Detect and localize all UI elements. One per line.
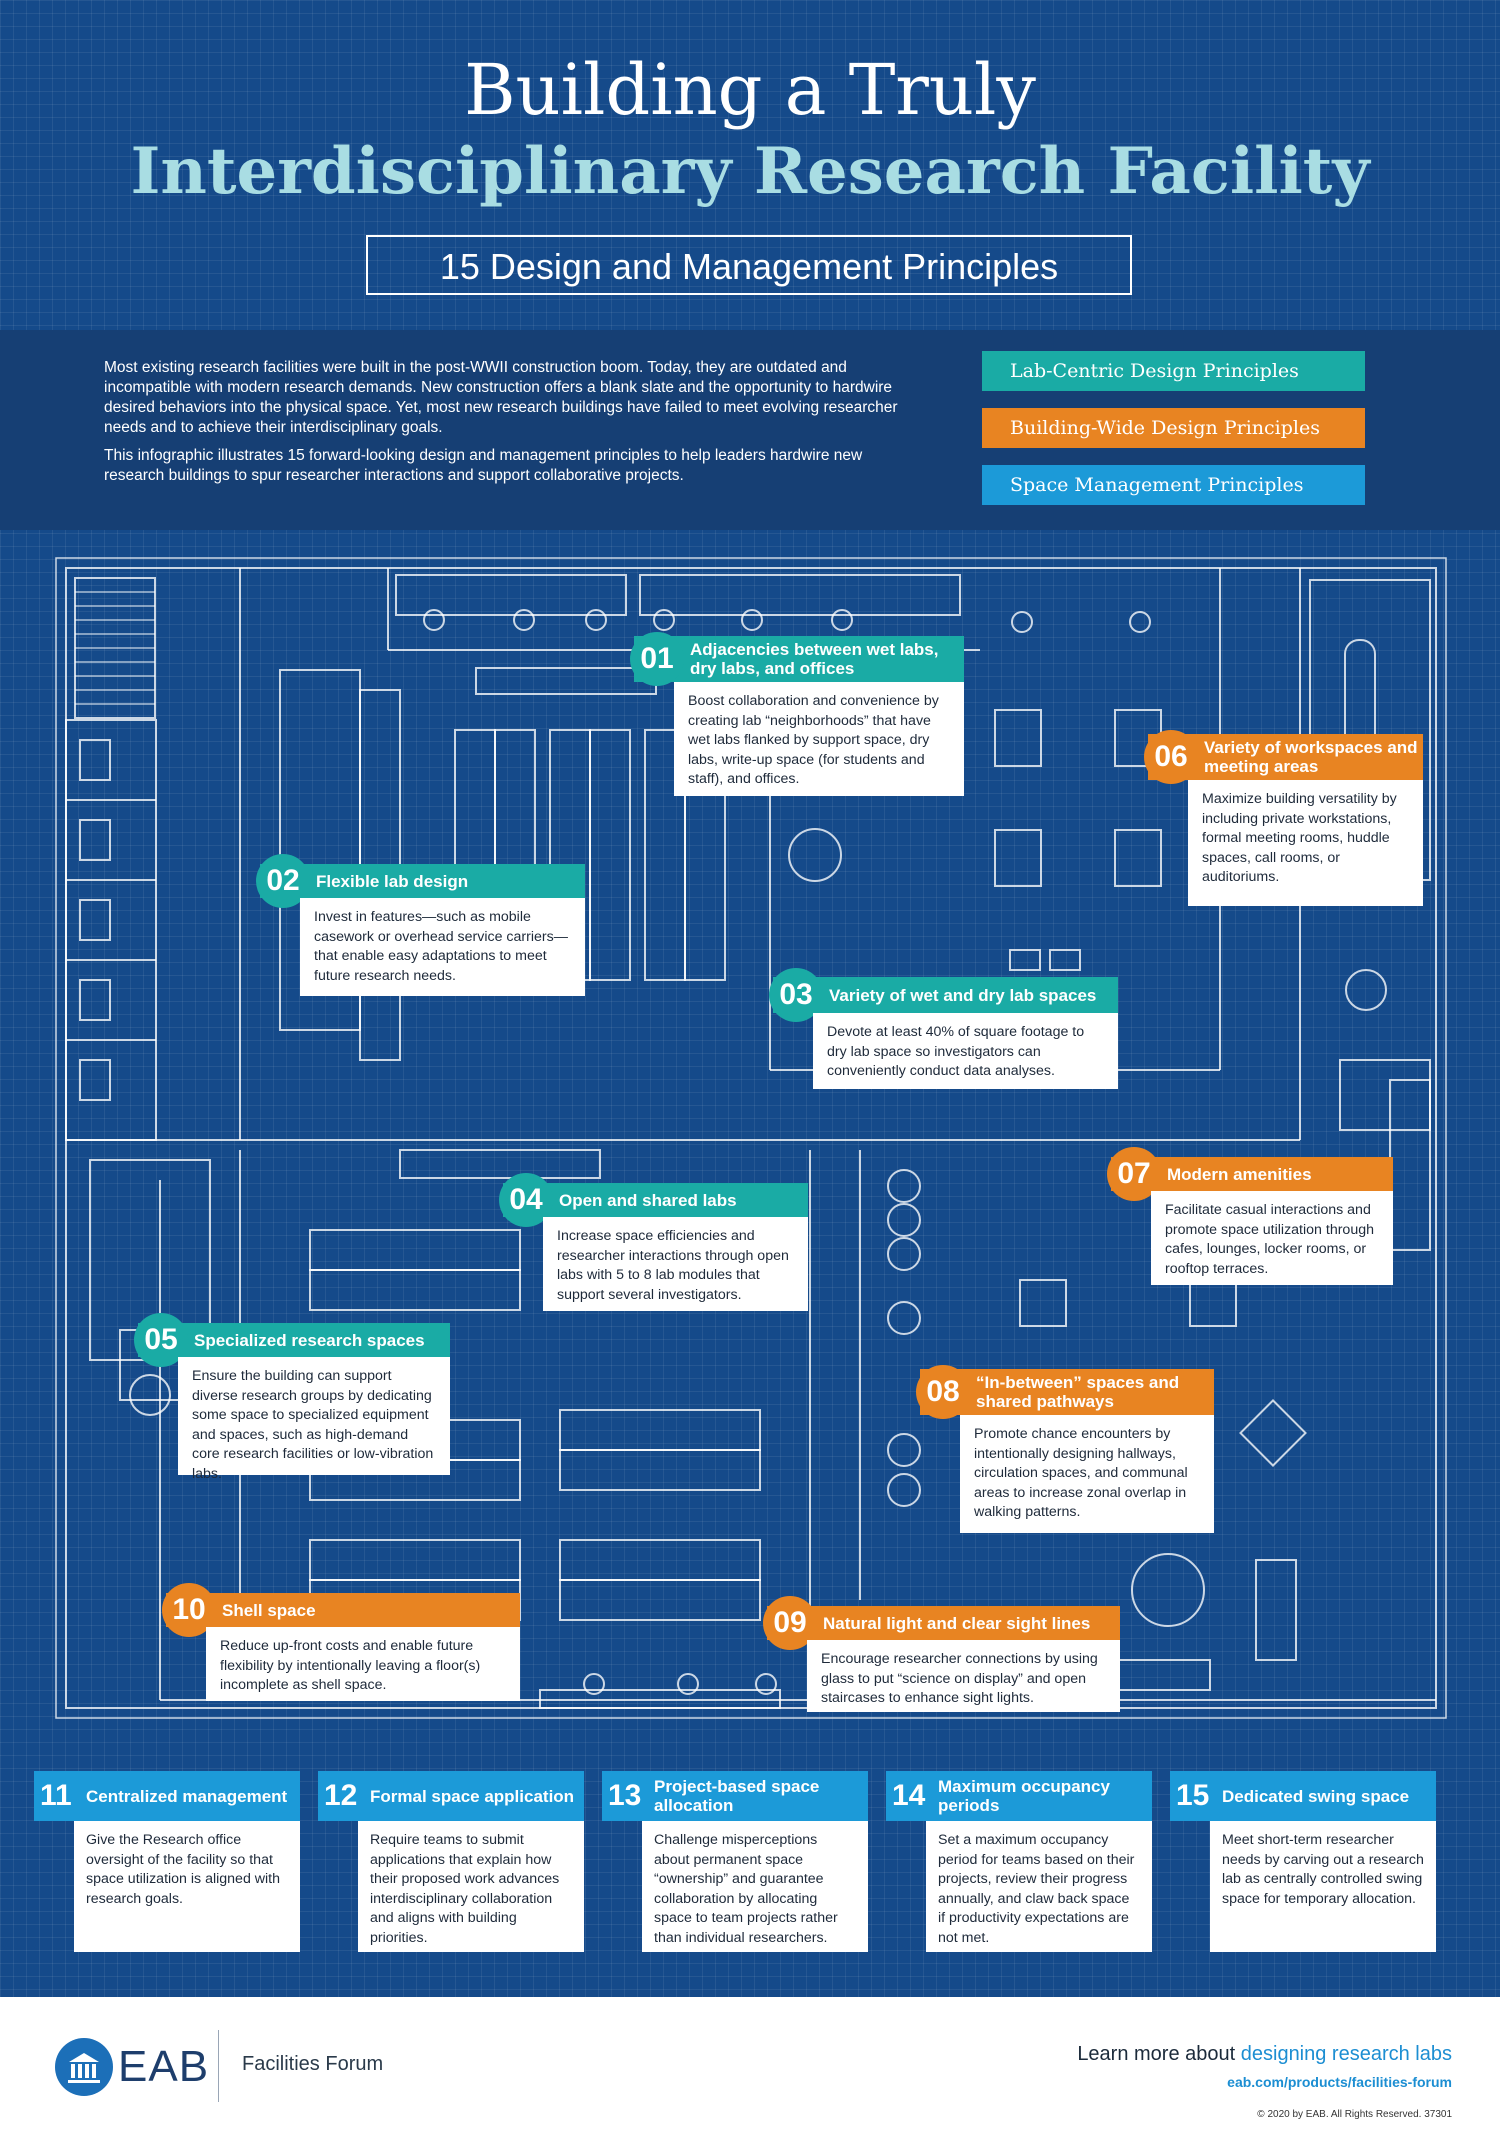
facilities-forum-label: Facilities Forum xyxy=(242,2053,384,2075)
principle-02-text: Invest in features—such as mobile casewo… xyxy=(300,898,585,996)
principle-04: Open and shared labs 04 Increase space e… xyxy=(499,1173,808,1311)
principle-12-text: Require teams to submit applications tha… xyxy=(358,1821,584,1952)
principle-10: Shell space 10 Reduce up-front costs and… xyxy=(162,1583,520,1701)
principle-08-text: Promote chance encounters by intentional… xyxy=(960,1415,1214,1533)
principle-06: Variety of workspaces and meeting areas … xyxy=(1144,730,1423,906)
title-line-1: Building a Truly xyxy=(464,49,1036,131)
eab-columns-icon xyxy=(55,2038,113,2096)
principle-06-text: Maximize building versatility by includi… xyxy=(1188,780,1423,906)
principle-15: Dedicated swing space 15 Meet short-term… xyxy=(1170,1771,1436,1952)
intro-text: Most existing research facilities were b… xyxy=(104,358,904,494)
principle-03: Variety of wet and dry lab spaces 03 Dev… xyxy=(769,968,1118,1089)
principle-11: Centralized management 11 Give the Resea… xyxy=(34,1771,300,1952)
intro-paragraph-1: Most existing research facilities were b… xyxy=(104,359,898,436)
principle-10-title: Shell space xyxy=(166,1593,520,1627)
principle-13-title: Project-based space allocation xyxy=(602,1771,868,1821)
eab-logo-text: EAB xyxy=(118,2042,210,2091)
principle-11-text: Give the Research office oversight of th… xyxy=(74,1821,300,1952)
principle-01-title: Adjacencies between wet labs, dry labs, … xyxy=(634,636,964,682)
principle-11-number: 11 xyxy=(40,1779,72,1812)
copyright: © 2020 by EAB. All Rights Reserved. 3730… xyxy=(1257,2109,1452,2120)
principle-09-title: Natural light and clear sight lines xyxy=(767,1606,1120,1640)
principle-05-title: Specialized research spaces xyxy=(138,1323,450,1357)
principle-12-title: Formal space application xyxy=(318,1771,584,1821)
principle-15-number: 15 xyxy=(1176,1779,1210,1812)
subtitle: 15 Design and Management Principles xyxy=(366,235,1132,295)
principle-03-text: Devote at least 40% of square footage to… xyxy=(813,1013,1118,1089)
principle-04-title: Open and shared labs xyxy=(503,1183,808,1217)
principle-06-number: 06 xyxy=(1144,730,1198,784)
principle-13: Project-based space allocation 13 Challe… xyxy=(602,1771,868,1952)
legend-space-management: Space Management Principles xyxy=(982,465,1365,505)
principle-15-text: Meet short-term researcher needs by carv… xyxy=(1210,1821,1436,1952)
principle-04-text: Increase space efficiencies and research… xyxy=(543,1217,808,1311)
principle-10-text: Reduce up-front costs and enable future … xyxy=(206,1627,520,1701)
principle-02-title: Flexible lab design xyxy=(260,864,585,898)
principle-07: Modern amenities 07 Facilitate casual in… xyxy=(1107,1147,1393,1285)
principle-08-number: 08 xyxy=(916,1365,970,1419)
principle-05-text: Ensure the building can support diverse … xyxy=(178,1357,450,1482)
intro-paragraph-2: This infographic illustrates 15 forward-… xyxy=(104,447,863,484)
learn-more-link[interactable]: designing research labs xyxy=(1240,2043,1452,2065)
footer xyxy=(0,1997,1500,2143)
principle-01-number: 01 xyxy=(630,632,684,686)
principle-09-text: Encourage researcher connections by usin… xyxy=(807,1640,1120,1712)
principle-05: Specialized research spaces 05 Ensure th… xyxy=(134,1313,450,1482)
principle-12-number: 12 xyxy=(324,1779,358,1812)
principle-14-number: 14 xyxy=(892,1779,926,1812)
title-line-2: Interdisciplinary Research Facility xyxy=(130,134,1370,209)
principle-14-title: Maximum occupancy periods xyxy=(886,1771,1152,1821)
principle-01: Adjacencies between wet labs, dry labs, … xyxy=(630,632,964,796)
learn-more-prefix: Learn more about xyxy=(1077,2043,1241,2065)
principle-07-text: Facilitate casual interactions and promo… xyxy=(1151,1191,1393,1285)
principle-15-title: Dedicated swing space xyxy=(1170,1771,1436,1821)
principle-03-title: Variety of wet and dry lab spaces xyxy=(773,977,1118,1013)
principle-11-title: Centralized management xyxy=(34,1771,300,1821)
principle-14-text: Set a maximum occupancy period for teams… xyxy=(926,1821,1152,1952)
principle-01-text: Boost collaboration and convenience by c… xyxy=(674,682,964,796)
principle-13-text: Challenge misperceptions about permanent… xyxy=(642,1821,868,1952)
legend-building-wide: Building-Wide Design Principles xyxy=(982,408,1365,448)
footer-url[interactable]: eab.com/products/facilities-forum xyxy=(1227,2074,1452,2090)
footer-divider xyxy=(218,2030,219,2102)
principle-13-number: 13 xyxy=(608,1779,642,1812)
principle-14: Maximum occupancy periods 14 Set a maxim… xyxy=(886,1771,1152,1952)
principle-02-number: 02 xyxy=(256,854,310,908)
principle-02: Flexible lab design 02 Invest in feature… xyxy=(256,854,585,996)
learn-more-text: Learn more about designing research labs xyxy=(900,2043,1452,2066)
legend-lab-centric: Lab-Centric Design Principles xyxy=(982,351,1365,391)
principle-12: Formal space application 12 Require team… xyxy=(318,1771,584,1952)
principle-09: Natural light and clear sight lines 09 E… xyxy=(763,1596,1120,1712)
principle-08: “In-between” spaces and shared pathways … xyxy=(916,1365,1214,1533)
